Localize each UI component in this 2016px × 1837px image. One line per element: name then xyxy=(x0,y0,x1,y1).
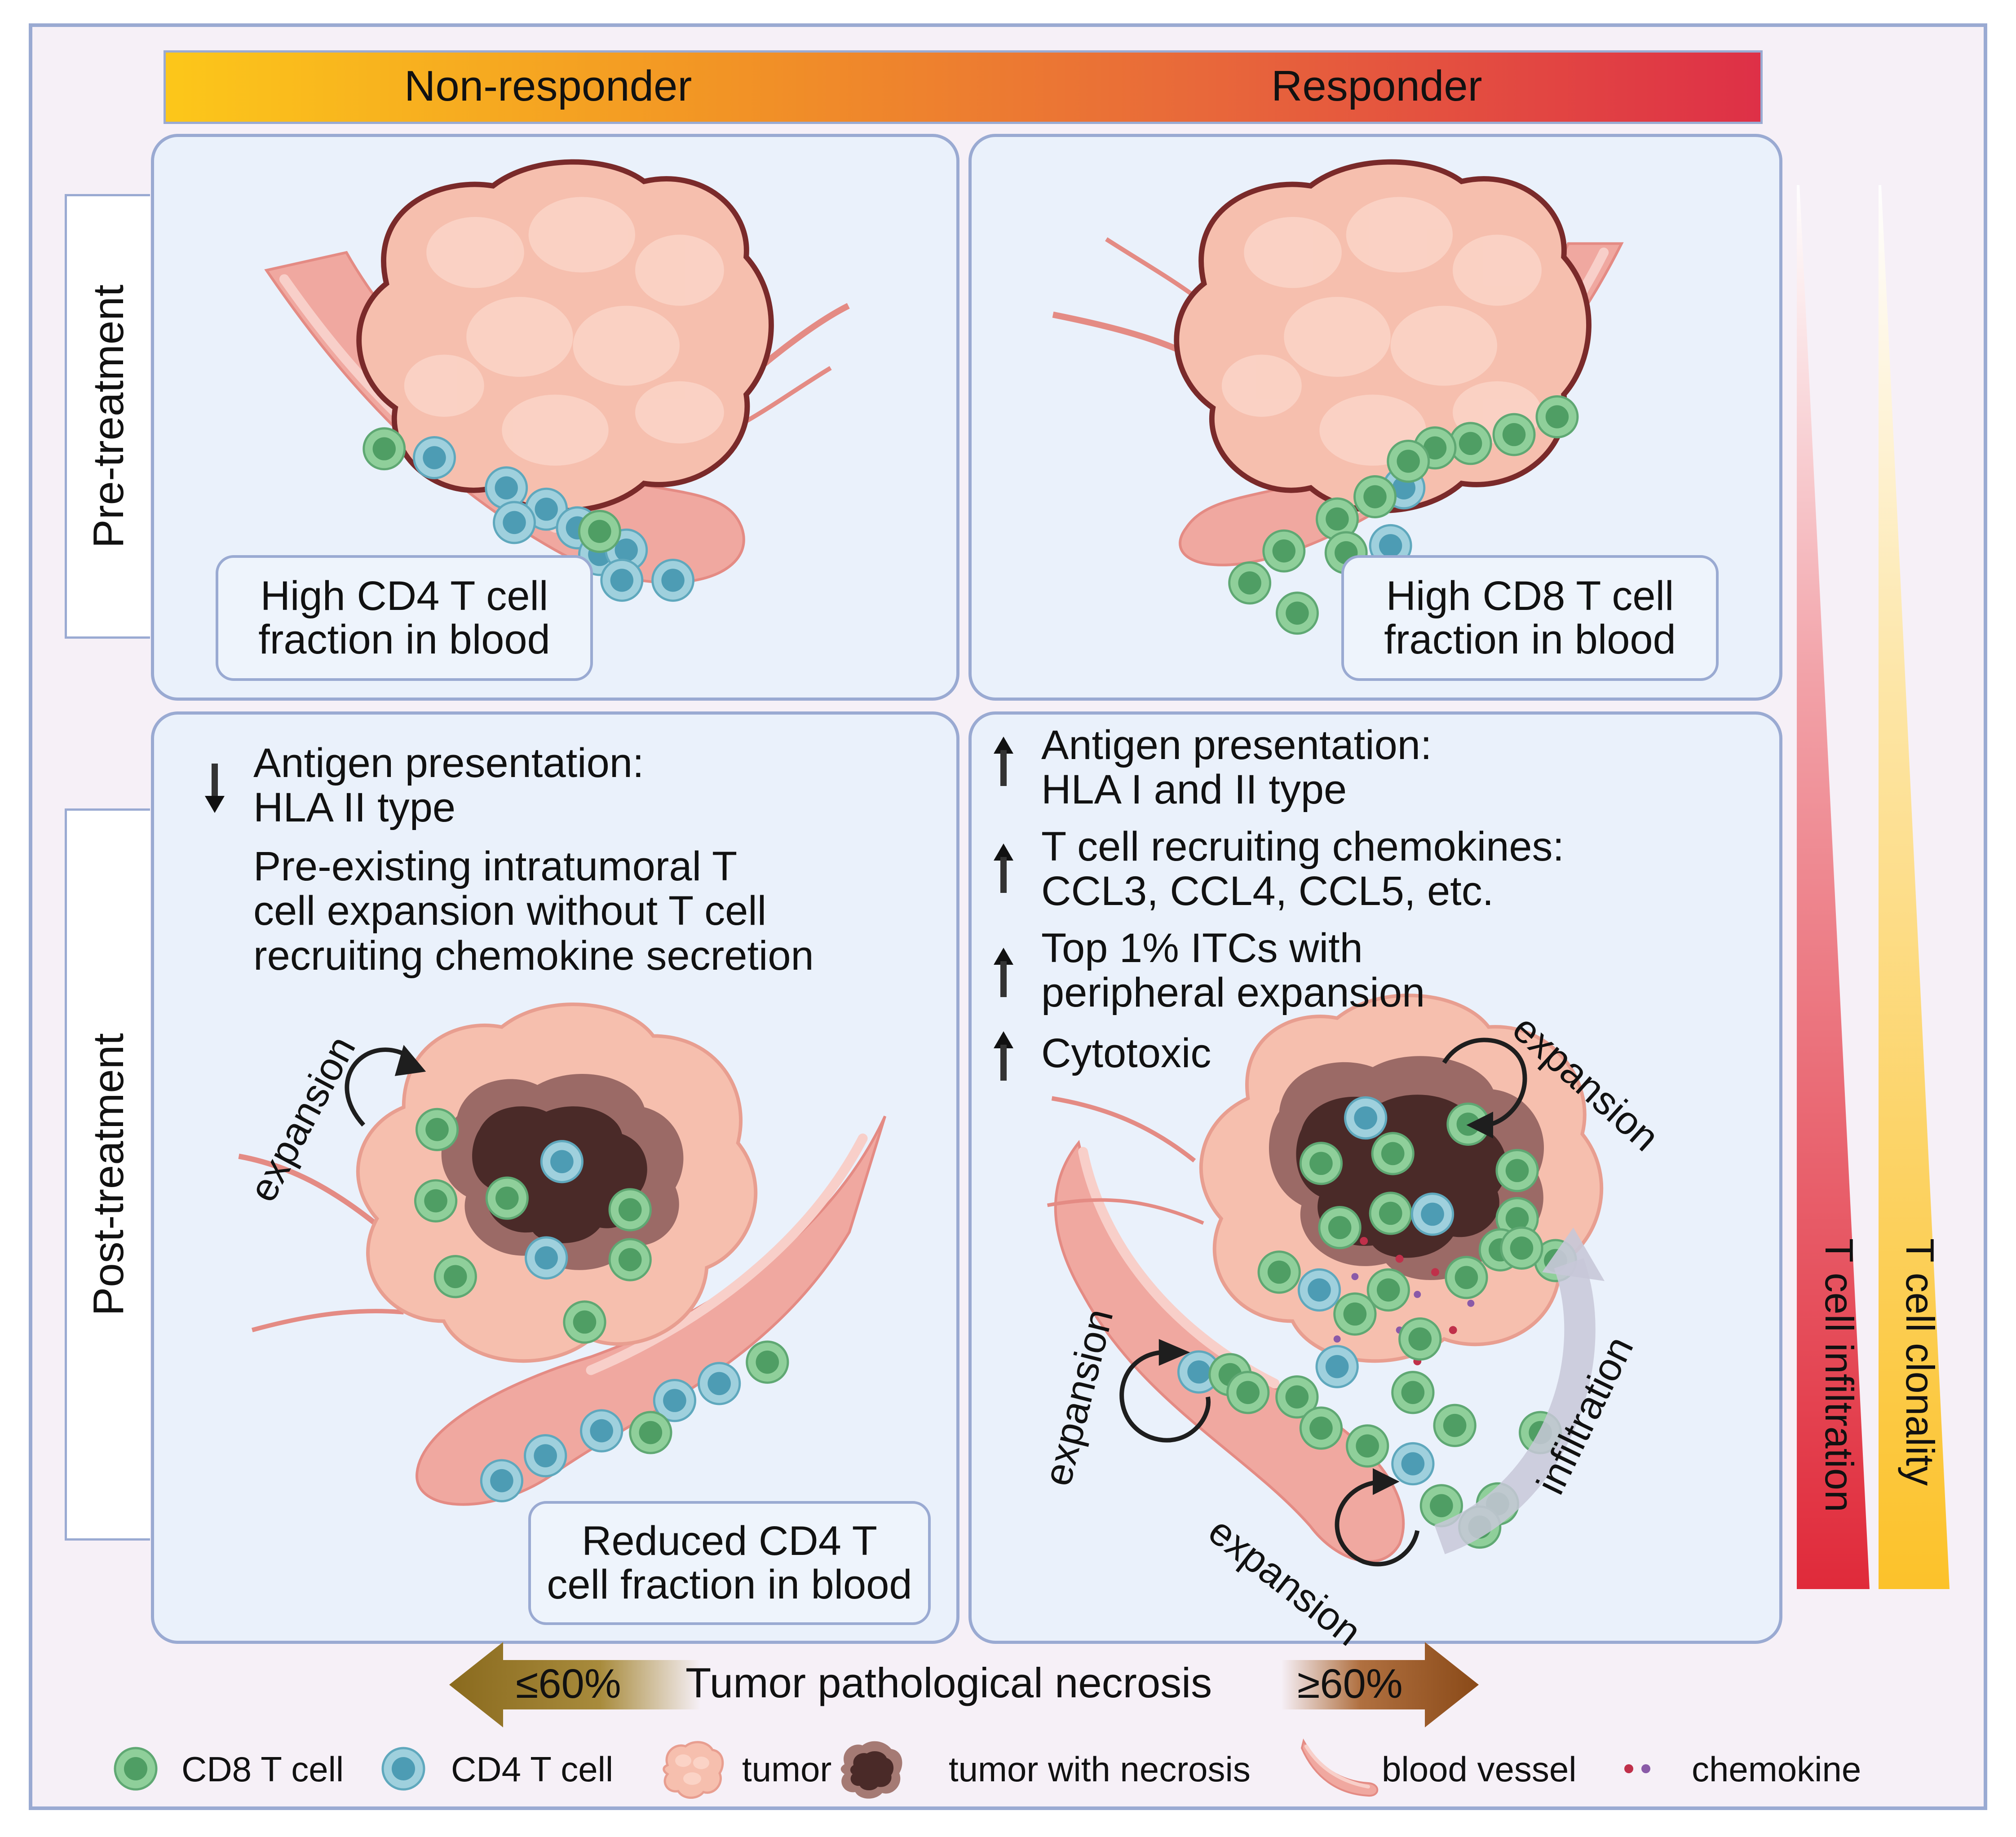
clonality-triangle xyxy=(1879,185,1950,1589)
row-label-post-text: Post-treatment xyxy=(84,1033,133,1316)
infiltration-bar-label: T cell infiltration xyxy=(1817,1238,1861,1512)
post-responder-item3: Top 1% ITCs with peripheral expansion xyxy=(1041,925,1425,1016)
post-responder-illustration xyxy=(1047,994,1605,1567)
cd8-legend-icon xyxy=(114,1747,158,1791)
header-responder: Responder xyxy=(1271,62,1482,110)
necrosis-title: Tumor pathological necrosis xyxy=(685,1659,1212,1706)
post-nonresponder-illustration xyxy=(238,1002,887,1506)
cells-post-responder xyxy=(1177,1096,1578,1549)
clonality-bar-label: T cell clonality xyxy=(1898,1238,1942,1486)
post-responder-item1: Antigen presentation: HLA I and II type xyxy=(1041,722,1432,813)
side-triangles xyxy=(1797,185,1950,1589)
up-arrow-icon-4 xyxy=(994,1031,1013,1081)
cells-pre-responder xyxy=(1228,395,1579,635)
cd4-legend-icon xyxy=(381,1747,425,1791)
panel-post-nonresponder xyxy=(151,711,959,1644)
up-arrow-icon-3 xyxy=(994,948,1013,997)
post-nonresponder-item1: Antigen presentation: HLA II type xyxy=(253,740,644,831)
pre-nonresponder-box: High CD4 T cell fraction in blood xyxy=(216,555,593,681)
vessel-legend-icon xyxy=(1301,1738,1379,1797)
legend-necrosis-label: tumor with necrosis xyxy=(949,1749,1251,1789)
infiltration-triangle xyxy=(1797,185,1870,1589)
necrosis-right-label: ≥60% xyxy=(1297,1661,1403,1707)
panel-post-responder xyxy=(968,711,1782,1644)
pre-responder-illustration xyxy=(1052,159,1624,635)
chemokine-legend-icon xyxy=(1624,1764,1650,1773)
pre-responder-box: High CD8 T cell fraction in blood xyxy=(1341,555,1719,681)
post-nonresponder-box: Reduced CD4 T cell fraction in blood xyxy=(528,1501,931,1625)
post-responder-item4: Cytotoxic xyxy=(1041,1030,1211,1076)
post-responder-item2: T cell recruiting chemokines: CCL3, CCL4… xyxy=(1041,824,1565,914)
down-arrow-icon xyxy=(205,764,225,813)
necrosis-left-arrow xyxy=(449,1642,701,1727)
necrosis-legend-icon xyxy=(840,1741,902,1799)
up-arrow-icon-1 xyxy=(994,737,1013,786)
necrosis-right-arrow xyxy=(1281,1642,1479,1727)
up-arrow-icon-2 xyxy=(994,843,1013,893)
legend-chemokine-label: chemokine xyxy=(1692,1749,1861,1789)
pre-nonresponder-illustration xyxy=(264,159,850,602)
tumor-legend-icon xyxy=(663,1741,724,1799)
legend-cd4-label: CD4 T cell xyxy=(451,1749,614,1789)
response-gradient-bar xyxy=(164,50,1763,124)
legend-vessel-label: blood vessel xyxy=(1382,1749,1577,1789)
legend-cd8-label: CD8 T cell xyxy=(181,1749,344,1789)
necrosis-left-label: ≤60% xyxy=(516,1661,621,1707)
legend-tumor-label: tumor xyxy=(742,1749,832,1789)
cells-post-nonresponder xyxy=(414,1108,789,1502)
row-label-pre: Pre-treatment xyxy=(65,194,150,639)
post-nonresponder-item2: Pre-existing intratumoral T cell expansi… xyxy=(253,843,814,979)
cells-pre-nonresponder xyxy=(363,427,695,602)
row-label-pre-text: Pre-treatment xyxy=(84,284,133,548)
row-label-post: Post-treatment xyxy=(65,808,150,1541)
header-nonresponder: Non-responder xyxy=(404,62,692,110)
